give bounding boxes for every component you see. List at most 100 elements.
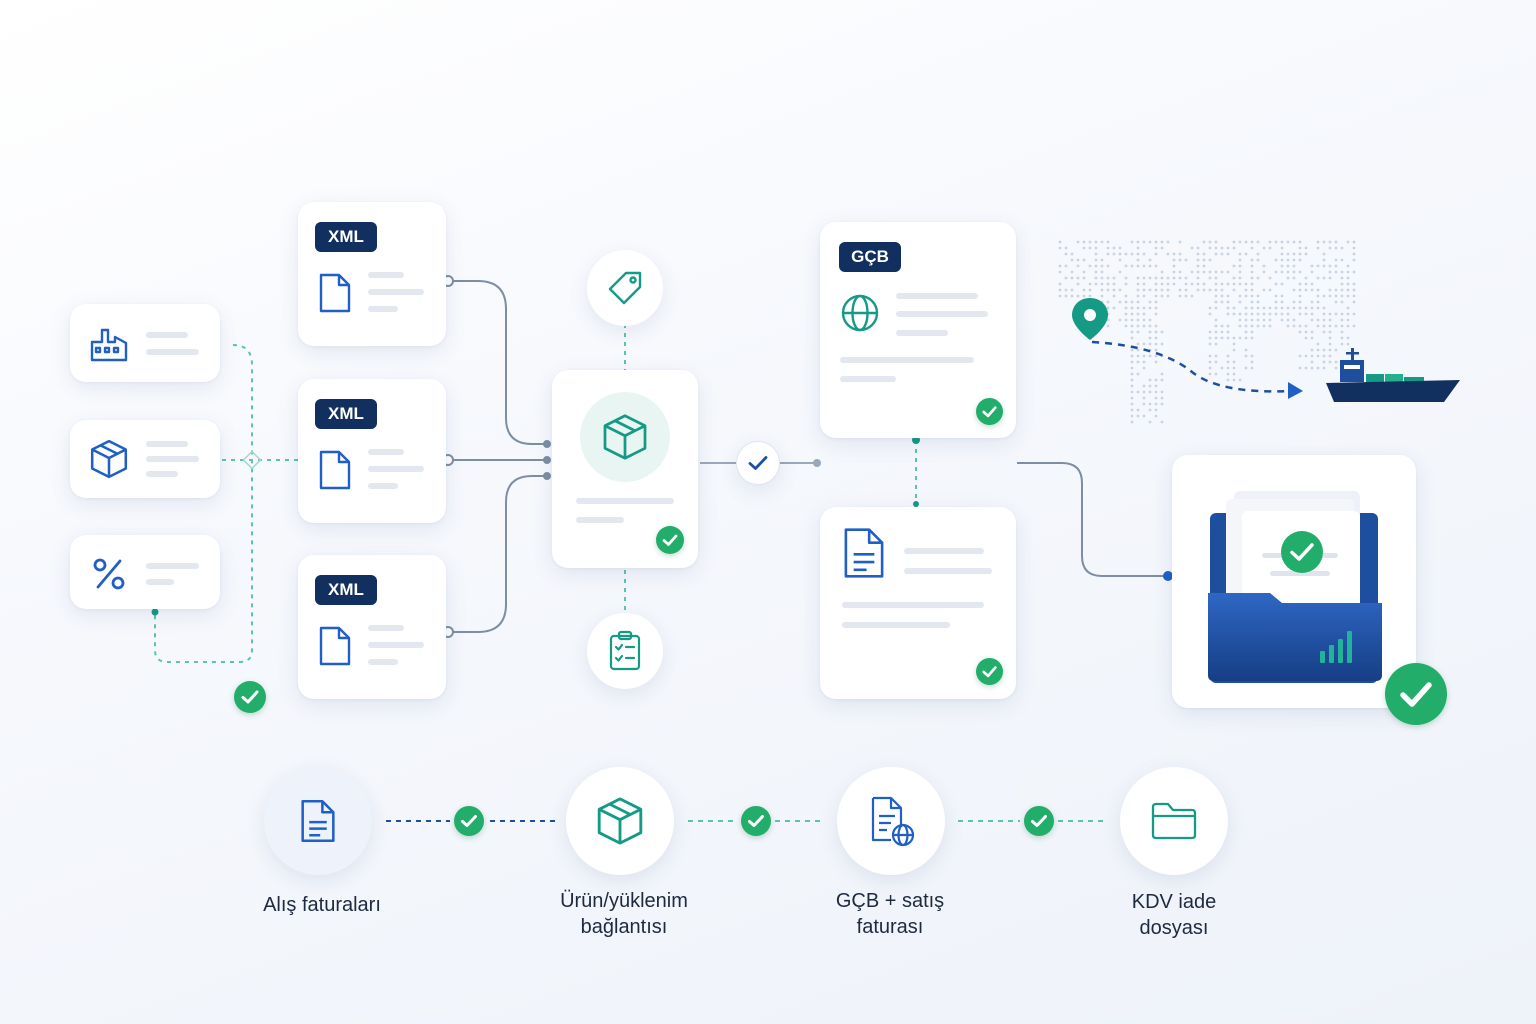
map-dot xyxy=(1322,276,1326,280)
map-dot xyxy=(1244,348,1248,352)
map-dot xyxy=(1106,282,1110,286)
map-dot xyxy=(1292,288,1296,292)
map-dot xyxy=(1130,372,1134,376)
map-dot xyxy=(1148,306,1152,310)
map-dot xyxy=(1304,354,1308,358)
map-dot xyxy=(1250,324,1254,328)
map-dot xyxy=(1256,276,1260,280)
map-dot xyxy=(1322,312,1326,316)
map-dot xyxy=(1154,354,1158,358)
map-dot xyxy=(1280,270,1284,274)
map-dot xyxy=(1166,282,1170,286)
map-dot xyxy=(1214,324,1218,328)
map-dot xyxy=(1310,366,1314,370)
map-dot xyxy=(1244,294,1248,298)
map-dot xyxy=(1160,294,1164,298)
map-dot xyxy=(1274,258,1278,262)
map-dot xyxy=(1088,264,1092,268)
map-dot xyxy=(1154,336,1158,340)
map-dot xyxy=(1244,306,1248,310)
check-icon xyxy=(976,398,1003,425)
map-dot xyxy=(1298,330,1302,334)
map-dot xyxy=(1166,252,1170,256)
map-dot xyxy=(1334,300,1338,304)
map-dot xyxy=(1280,282,1284,286)
map-dot xyxy=(1304,306,1308,310)
map-dot xyxy=(1232,312,1236,316)
map-dot xyxy=(1142,360,1146,364)
map-dot xyxy=(1316,264,1320,268)
map-dot xyxy=(1256,258,1260,262)
map-dot xyxy=(1130,336,1134,340)
map-dot xyxy=(1166,288,1170,292)
map-dot xyxy=(1304,312,1308,316)
map-dot xyxy=(1094,246,1098,250)
map-dot xyxy=(1058,240,1062,244)
map-dot xyxy=(1142,324,1146,328)
step-product-matching xyxy=(566,767,674,875)
map-dot xyxy=(1304,252,1308,256)
map-dot xyxy=(1316,318,1320,322)
map-dot xyxy=(1088,246,1092,250)
map-dot xyxy=(1316,276,1320,280)
map-dot xyxy=(1148,264,1152,268)
map-dot xyxy=(1058,246,1062,250)
map-dot xyxy=(1214,270,1218,274)
map-dot xyxy=(1178,270,1182,274)
map-dot xyxy=(1256,300,1260,304)
map-dot xyxy=(1268,318,1272,322)
map-dot xyxy=(1274,306,1278,310)
map-dot xyxy=(1136,342,1140,346)
map-dot xyxy=(1070,252,1074,256)
map-dot xyxy=(1070,270,1074,274)
map-dot xyxy=(1322,252,1326,256)
file-icon xyxy=(319,450,351,490)
map-dot xyxy=(1154,414,1158,418)
tag-icon xyxy=(608,271,642,305)
world-map-dots xyxy=(1058,240,1356,424)
map-dot xyxy=(1148,258,1152,262)
step-label: GÇB + satış faturası xyxy=(835,890,945,938)
map-dot xyxy=(1208,366,1212,370)
map-dot xyxy=(1172,258,1176,262)
map-dot xyxy=(1298,306,1302,310)
map-dot xyxy=(1124,324,1128,328)
map-dot xyxy=(1202,258,1206,262)
map-dot xyxy=(1124,318,1128,322)
checklist-node xyxy=(587,613,663,689)
map-dot xyxy=(1106,276,1110,280)
map-dot xyxy=(1298,288,1302,292)
map-dot xyxy=(1226,282,1230,286)
map-dot xyxy=(1136,354,1140,358)
xml-invoice-card-1: XML xyxy=(298,202,446,346)
check-icon xyxy=(1024,806,1054,836)
map-dot xyxy=(1322,354,1326,358)
map-dot xyxy=(1334,312,1338,316)
map-dot xyxy=(1346,294,1350,298)
map-dot xyxy=(1130,324,1134,328)
map-dot xyxy=(1256,324,1260,328)
map-dot xyxy=(1256,306,1260,310)
map-dot xyxy=(1334,258,1338,262)
map-dot xyxy=(1322,330,1326,334)
map-dot xyxy=(1250,294,1254,298)
map-dot xyxy=(1100,282,1104,286)
map-dot xyxy=(1292,324,1296,328)
map-dot xyxy=(1178,288,1182,292)
check-icon xyxy=(741,806,771,836)
map-dot xyxy=(1148,276,1152,280)
map-dot xyxy=(1340,246,1344,250)
map-dot xyxy=(1088,288,1092,292)
map-dot xyxy=(1136,246,1140,250)
map-dot xyxy=(1148,288,1152,292)
map-dot xyxy=(1238,252,1242,256)
map-dot xyxy=(1316,240,1320,244)
map-dot xyxy=(1196,276,1200,280)
map-dot xyxy=(1112,288,1116,292)
map-dot xyxy=(1082,288,1086,292)
step-customs-and-sales-invoice xyxy=(837,767,945,875)
document-icon xyxy=(301,800,335,842)
map-dot xyxy=(1250,354,1254,358)
map-dot xyxy=(1094,252,1098,256)
map-dot xyxy=(1070,294,1074,298)
